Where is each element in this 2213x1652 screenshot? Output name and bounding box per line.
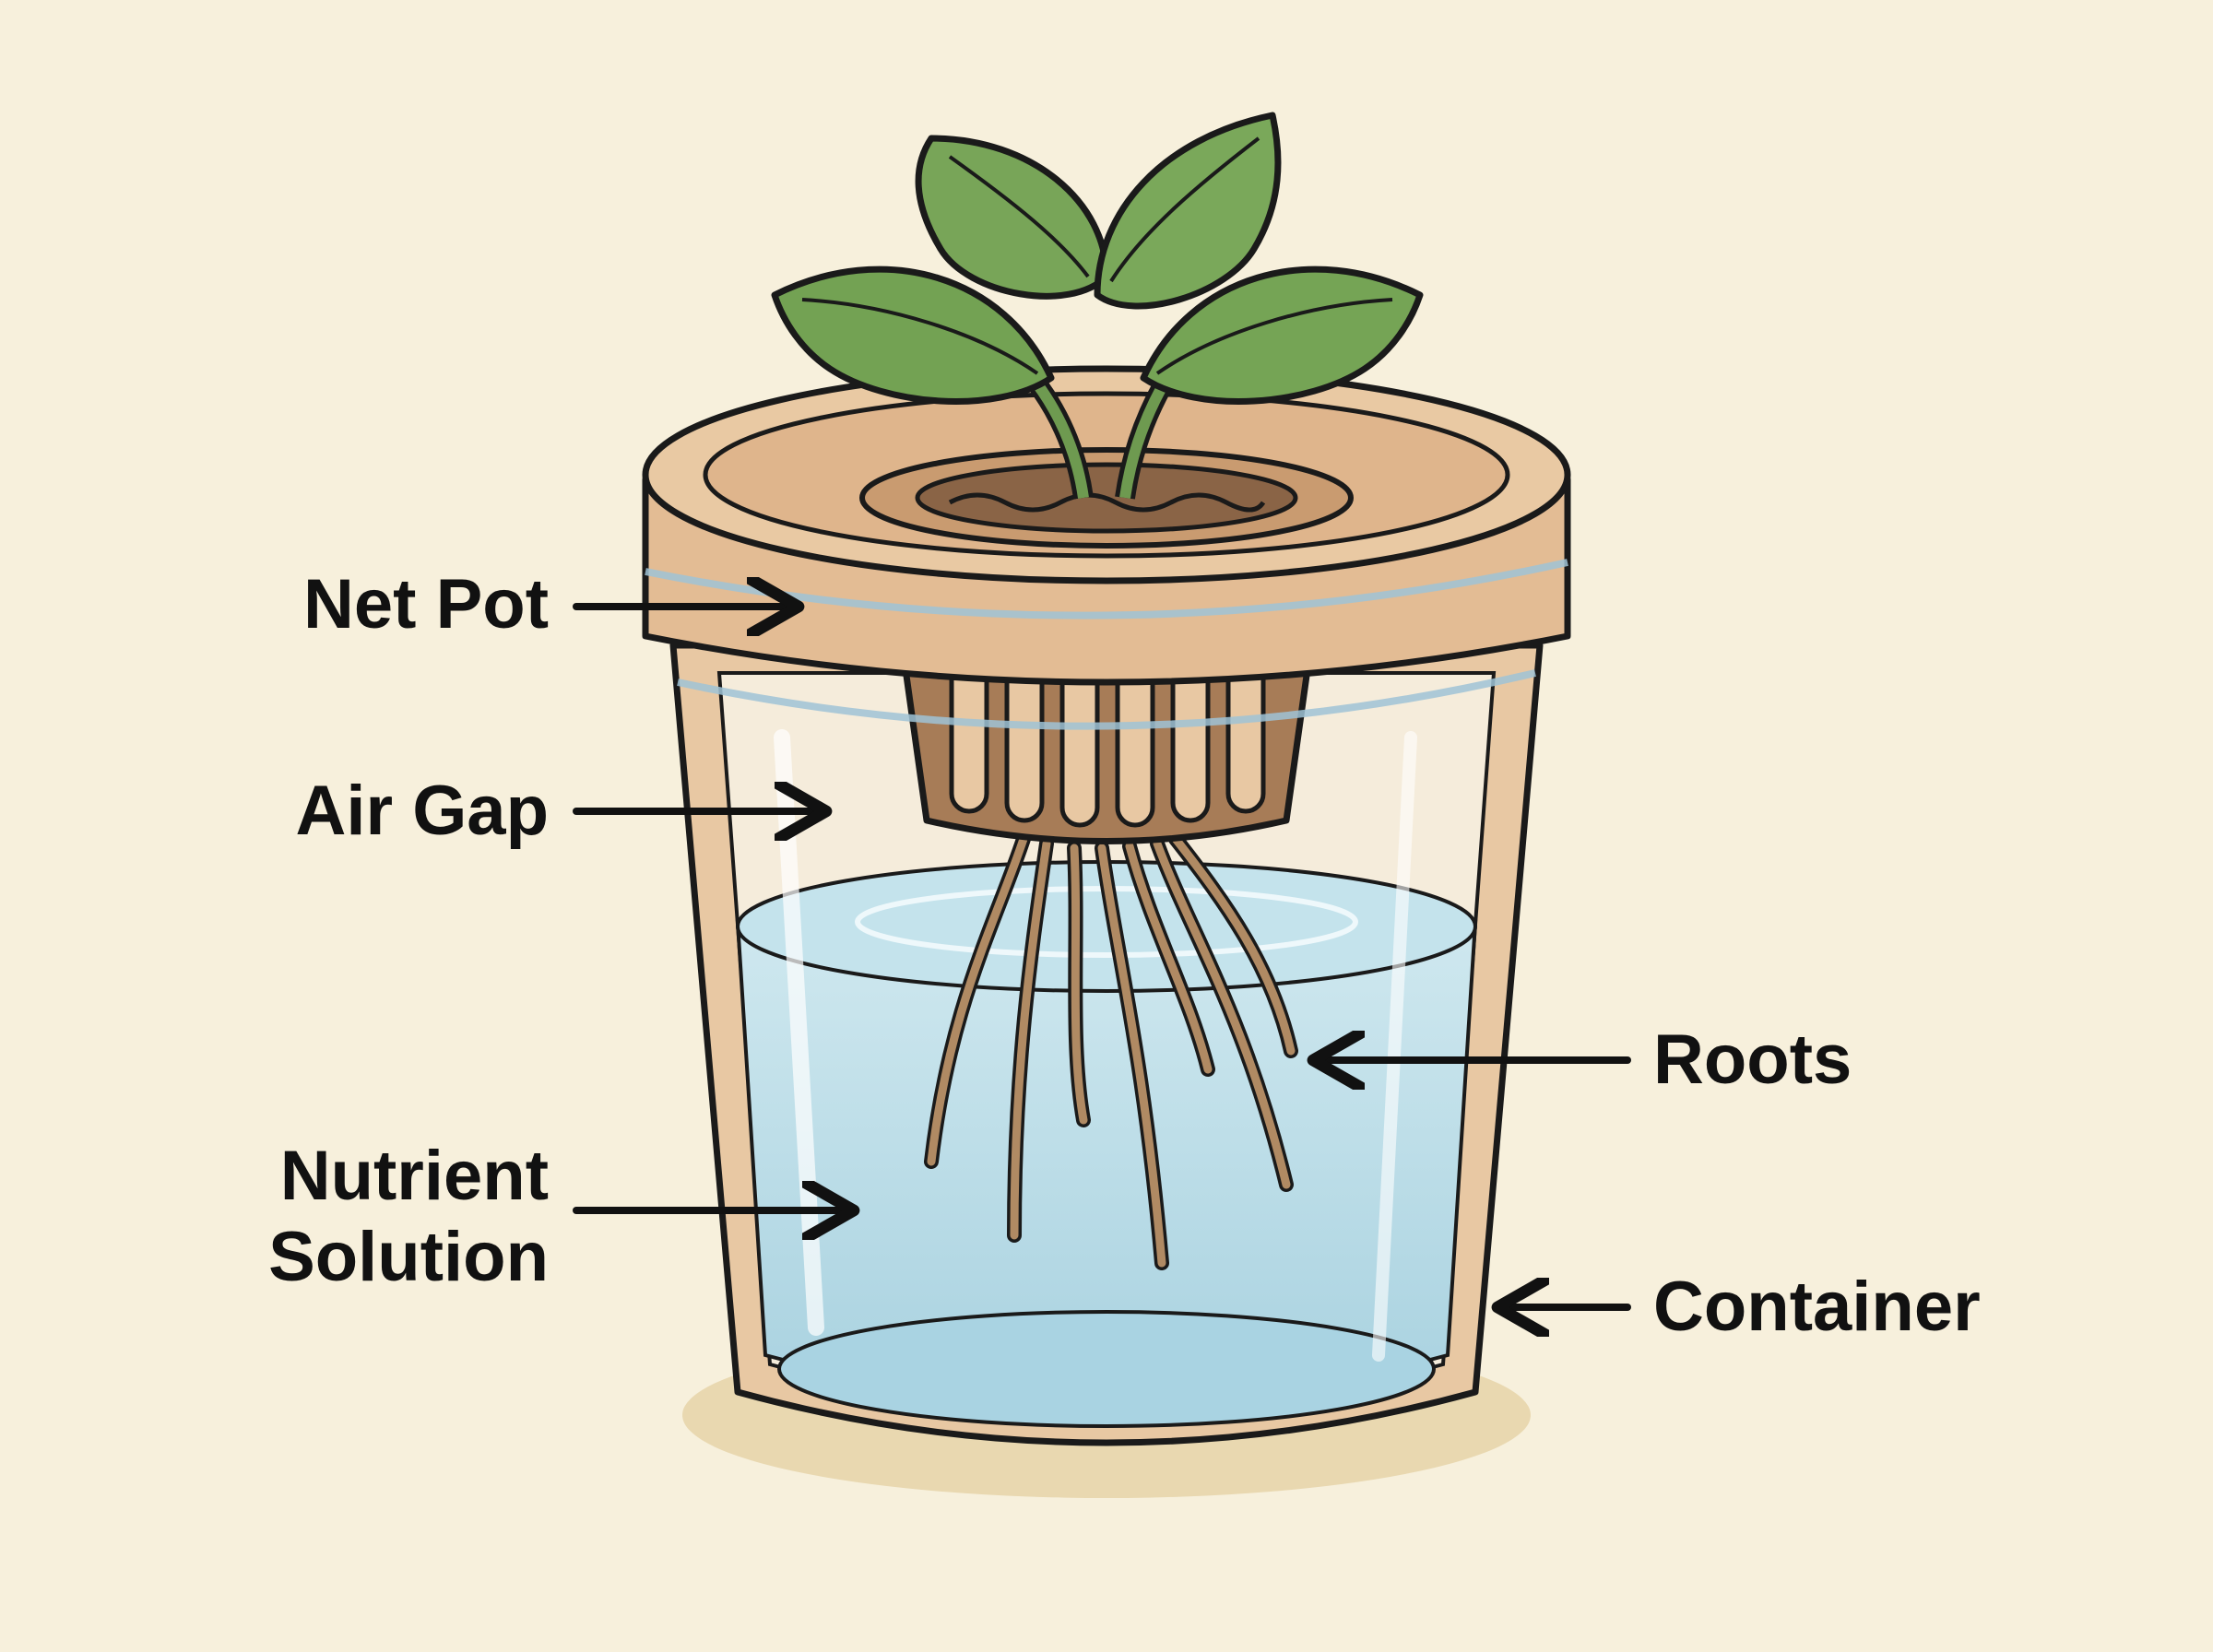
plant [771, 112, 1424, 500]
label-roots: Roots [1653, 1021, 1852, 1099]
label-net-pot: Net Pot [303, 565, 549, 643]
leaf-back-right [1094, 112, 1282, 310]
label-nutrient-solution: Nutrient Solution [268, 1136, 549, 1298]
roots [924, 832, 1298, 1270]
glass-highlight-right [1372, 731, 1417, 1362]
annotation-arrows [573, 607, 1631, 1307]
growing-medium [948, 492, 1266, 513]
leaf-back-left [915, 135, 1110, 300]
label-container: Container [1653, 1268, 1981, 1346]
container-band-bottom [677, 669, 1536, 730]
label-nutrient-line2: Solution [268, 1218, 549, 1296]
container-bottom [777, 1310, 1436, 1428]
label-nutrient-line1: Nutrient [279, 1137, 549, 1215]
label-air-gap: Air Gap [295, 772, 550, 850]
